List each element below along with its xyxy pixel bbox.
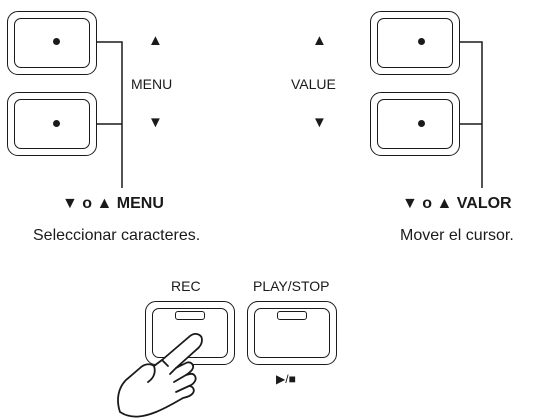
rec-label: REC	[171, 278, 201, 294]
value-caption-title: ▼ o ▲ VALOR	[402, 195, 512, 212]
value-down-button-face	[377, 99, 453, 149]
play-stop-button[interactable]	[247, 301, 337, 365]
menu-down-arrow-icon: ▼	[148, 114, 163, 131]
menu-down-indicator-dot	[53, 120, 60, 127]
value-up-indicator-dot	[418, 38, 425, 45]
value-up-button[interactable]	[370, 11, 460, 75]
menu-label: MENU	[131, 76, 173, 92]
menu-up-indicator-dot	[53, 38, 60, 45]
play-stop-button-slot	[277, 311, 307, 320]
value-down-arrow-icon: ▼	[312, 114, 327, 131]
value-down-button[interactable]	[370, 92, 460, 156]
value-down-indicator-dot	[418, 120, 425, 127]
play-stop-label: PLAY/STOP	[253, 278, 330, 294]
menu-down-button[interactable]	[7, 92, 97, 156]
play-stop-button-face	[254, 308, 330, 358]
value-label: VALUE	[291, 76, 336, 92]
menu-up-button[interactable]	[7, 11, 97, 75]
play-stop-glyph-icon: ▶/■	[276, 372, 296, 386]
menu-caption-title: ▼ o ▲ MENU	[62, 195, 164, 212]
rec-button-slot	[175, 311, 205, 320]
value-up-arrow-icon: ▲	[312, 32, 327, 49]
rec-button-face	[152, 308, 228, 358]
value-caption-description: Mover el cursor.	[400, 227, 514, 244]
menu-down-button-face	[14, 99, 90, 149]
menu-up-arrow-icon: ▲	[148, 32, 163, 49]
finger-press-icon	[117, 333, 203, 418]
menu-up-button-face	[14, 18, 90, 68]
value-up-button-face	[377, 18, 453, 68]
menu-caption-description: Seleccionar caracteres.	[33, 227, 201, 244]
